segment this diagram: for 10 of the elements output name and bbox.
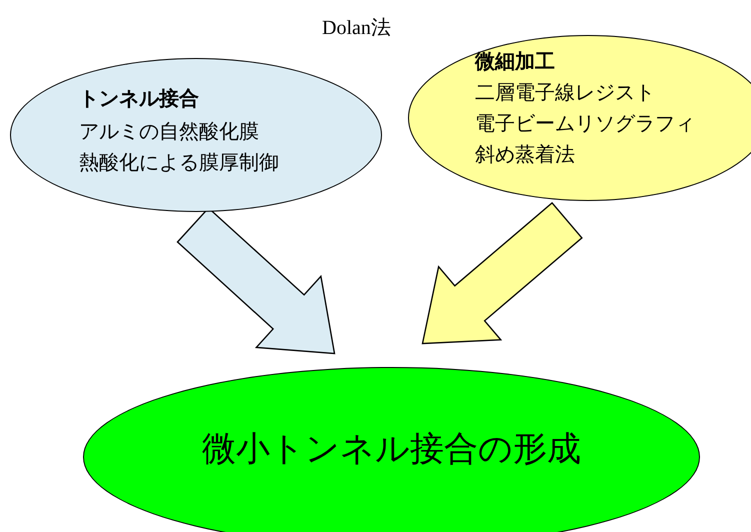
block-arrow bbox=[422, 202, 583, 344]
node-label: 微小トンネル接合の形成 bbox=[201, 429, 582, 470]
text-line: 斜め蒸着法 bbox=[475, 143, 575, 167]
heading: 微細加工 bbox=[475, 50, 555, 74]
heading: トンネル接合 bbox=[79, 87, 199, 111]
text-line: 二層電子線レジスト bbox=[475, 81, 655, 105]
title: Dolan法 bbox=[322, 16, 391, 40]
text-line: 電子ビームリソグラフィ bbox=[475, 112, 695, 136]
text-line: 熱酸化による膜厚制御 bbox=[79, 151, 279, 175]
text-line: アルミの自然酸化膜 bbox=[79, 120, 259, 144]
